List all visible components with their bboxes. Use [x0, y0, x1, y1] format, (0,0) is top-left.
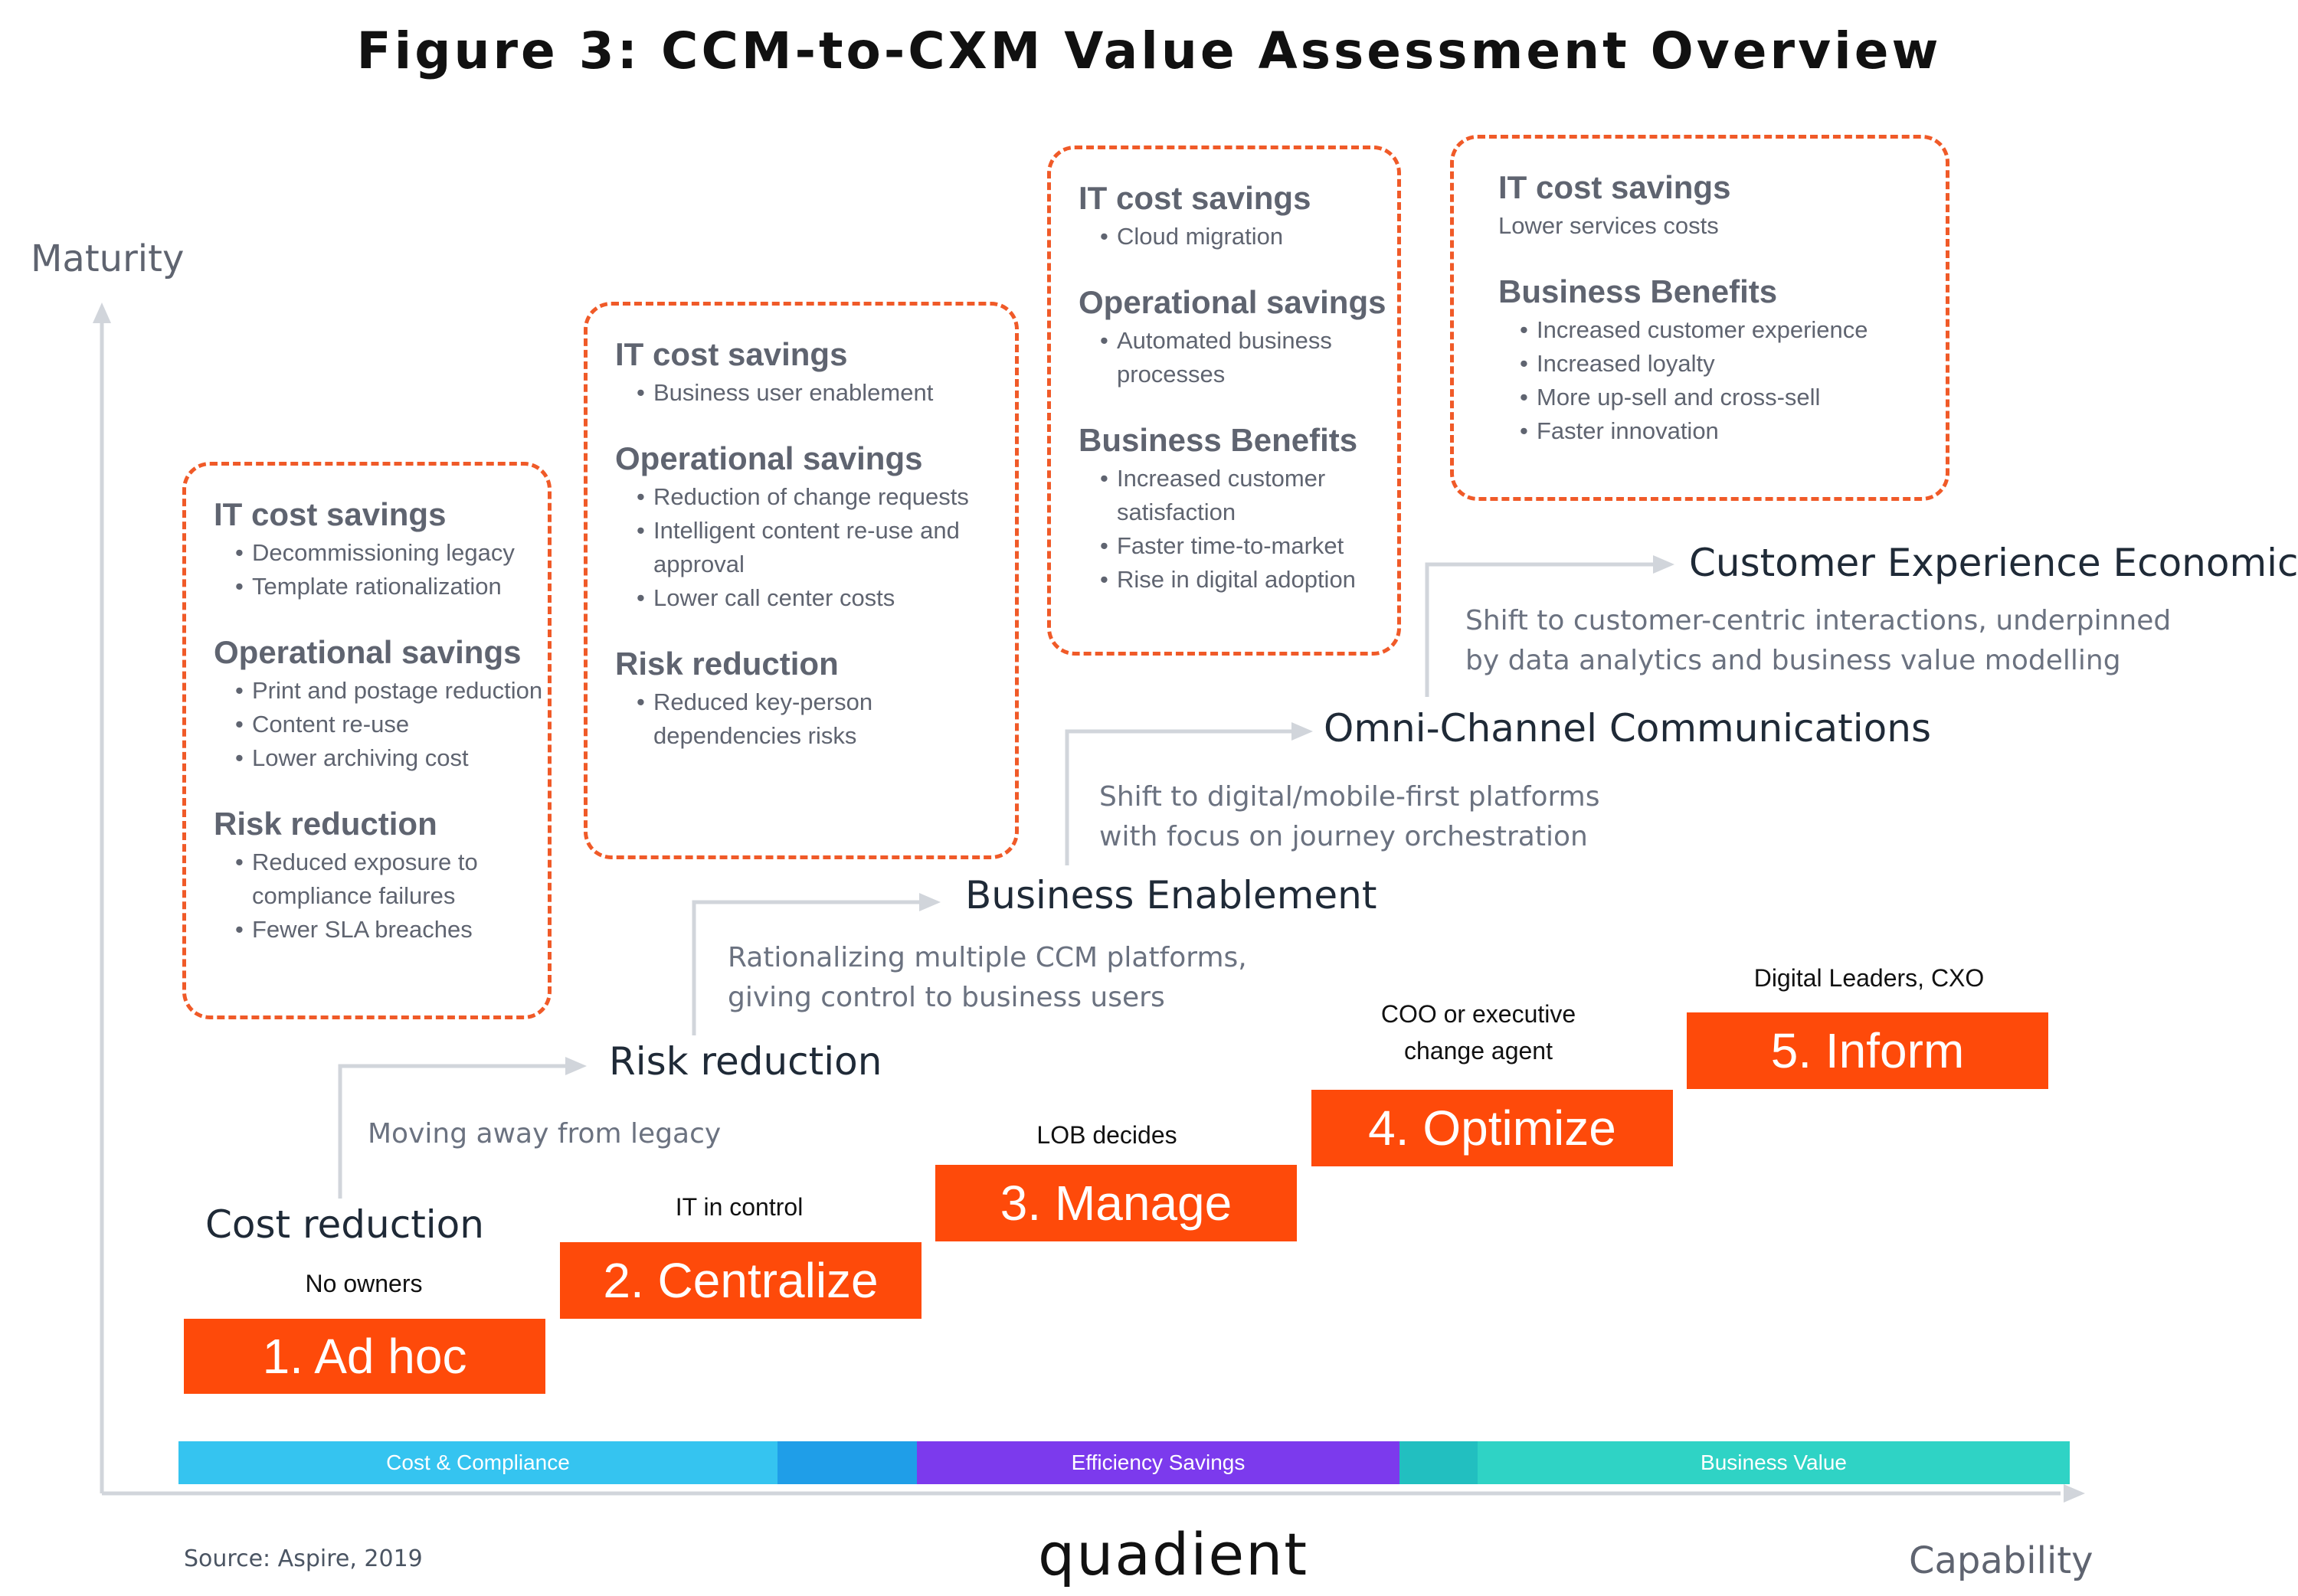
list-item: •Cloud migration [1100, 223, 1284, 250]
benefits-box-2: IT cost savings •Business user enablemen… [584, 302, 1019, 859]
y-axis-label: Maturity [31, 237, 185, 280]
list-item: •Template rationalization [235, 573, 502, 600]
box-section-heading: Operational savings [214, 634, 522, 670]
step-desc: Moving away from legacy [368, 1118, 722, 1150]
list-item: •Print and postage reduction [235, 677, 543, 704]
source-note: Source: Aspire, 2019 [184, 1545, 423, 1572]
benefits-box-4: IT cost savings Lower services costs Bus… [1450, 135, 1949, 501]
step-desc: Shift to digital/mobile-first platforms … [1099, 781, 1600, 852]
list-item: •More up-sell and cross-sell [1520, 384, 1821, 410]
box-section-heading: IT cost savings [214, 496, 447, 532]
list-item: •Automated business processes [1100, 327, 1332, 388]
step-title-omni-channel: Omni-Channel Communications [1324, 706, 1931, 751]
box-section-heading: Business Benefits [1498, 273, 1778, 309]
box-section-heading: Operational savings [615, 440, 923, 476]
stage-owner: IT in control [675, 1193, 804, 1221]
step-desc: Shift to customer-centric interactions, … [1465, 605, 2172, 676]
stage-owner: Digital Leaders, CXO [1753, 964, 1985, 992]
list-item: •Increased loyalty [1520, 350, 1715, 377]
step-desc: Rationalizing multiple CCM platforms, gi… [728, 942, 1247, 1013]
list-item: •Reduced key-person dependencies risks [637, 688, 873, 749]
y-axis-arrow-icon [93, 303, 111, 323]
stage-2-centralize: 2. Centralize [560, 1242, 921, 1319]
list-item: •Lower archiving cost [235, 744, 469, 771]
step-title-cost-reduction: Cost reduction [205, 1202, 484, 1247]
connector-4-arrow-icon [1653, 555, 1674, 574]
list-item: •Fewer SLA breaches [235, 916, 473, 943]
connector-4 [1425, 562, 1655, 697]
connector-1-arrow-icon [565, 1057, 587, 1075]
list-item: •Reduced exposure to compliance failures [235, 849, 478, 909]
stage-1-ad-hoc: 1. Ad hoc [184, 1319, 545, 1394]
stage-owner: No owners [305, 1270, 423, 1297]
box-section-heading: Business Benefits [1079, 422, 1358, 458]
list-item: •Faster innovation [1520, 417, 1719, 444]
connector-1 [338, 1064, 567, 1199]
stage-4-optimize: 4. Optimize [1311, 1090, 1673, 1166]
x-axis-label: Capability [1909, 1539, 2093, 1582]
stage-owner: COO or executive change agent [1380, 1000, 1576, 1065]
stage-3-manage: 3. Manage [935, 1165, 1297, 1241]
box-plain-text: Lower services costs [1498, 212, 1719, 239]
stage-owner: LOB decides [1036, 1121, 1177, 1149]
list-item: •Faster time-to-market [1100, 532, 1344, 559]
box-section-heading: IT cost savings [1498, 169, 1731, 205]
connector-3 [1065, 729, 1293, 865]
x-axis-arrow-icon [2064, 1484, 2085, 1503]
connector-2 [692, 900, 921, 1035]
list-item: •Decommissioning legacy [235, 539, 515, 566]
list-item: •Content re-use [235, 711, 410, 737]
step-title-business-enablement: Business Enablement [965, 873, 1377, 917]
list-item: •Reduction of change requests [637, 483, 969, 510]
step-title-risk-reduction: Risk reduction [609, 1039, 882, 1084]
figure-title: Figure 3: CCM-to-CXM Value Assessment Ov… [356, 21, 1942, 80]
box-section-heading: Risk reduction [214, 806, 437, 842]
benefits-box-1: IT cost savings •Decommissioning legacy … [182, 462, 552, 1019]
band-business-value: Business Value [1478, 1441, 2070, 1484]
list-item: •Increased customer satisfaction [1100, 465, 1326, 525]
box-section-heading: IT cost savings [1079, 180, 1311, 216]
band-cost-compliance: Cost & Compliance [178, 1441, 777, 1484]
list-item: •Increased customer experience [1520, 316, 1868, 343]
benefits-box-3: IT cost savings •Cloud migration Operati… [1047, 146, 1401, 656]
step-title-cx-economics: Customer Experience Economics [1689, 541, 2298, 585]
band-transition-1 [777, 1441, 917, 1484]
band-efficiency-savings: Efficiency Savings [917, 1441, 1399, 1484]
box-section-heading: Operational savings [1079, 284, 1386, 320]
box-section-heading: IT cost savings [615, 336, 848, 372]
band-transition-2 [1399, 1441, 1478, 1484]
quadient-logo: quadient [1038, 1520, 1309, 1588]
list-item: •Rise in digital adoption [1100, 566, 1356, 593]
box-section-heading: Risk reduction [615, 646, 839, 682]
connector-3-arrow-icon [1291, 722, 1313, 741]
stage-5-inform: 5. Inform [1687, 1012, 2048, 1089]
list-item: •Business user enablement [637, 379, 934, 406]
list-item: •Intelligent content re-use and approval [637, 517, 960, 577]
connector-2-arrow-icon [919, 893, 941, 911]
list-item: •Lower call center costs [637, 584, 895, 611]
